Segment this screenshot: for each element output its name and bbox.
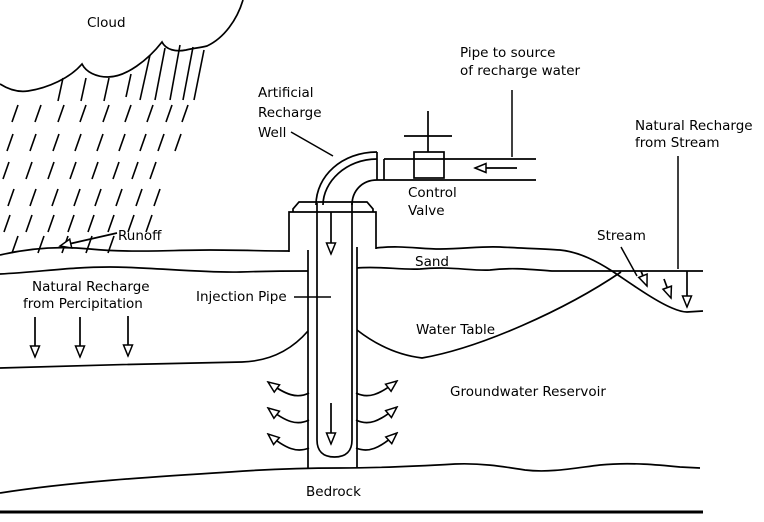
rain-drop [69,161,77,180]
rain-drop [193,49,205,101]
rain-drop [11,104,19,123]
control-valve-label-line1: Control [408,185,457,201]
rain-drop [127,214,135,233]
outflow-arrow [355,407,397,424]
rain-drop [79,104,87,123]
rain-drop [154,47,166,101]
rain-drop [34,104,42,123]
natural-recharge-precipitation-label-line1: Natural Recharge [32,279,150,295]
rain-drop [25,161,33,180]
rain-drop [96,133,104,152]
stream-label: Stream [597,228,646,244]
rain-drop [135,188,143,207]
rain-drop [29,188,37,207]
rain-drop [139,133,147,152]
runoff-arrow [60,232,118,246]
rain-drop [51,188,59,207]
rain-drop [153,188,161,207]
cloud-icon [0,0,244,93]
natural-recharge-stream-label-line2: from Stream [635,135,720,151]
sand-label: Sand [415,254,449,270]
wellhead-flange [288,211,377,252]
rain-drop [112,161,120,180]
stream-recharge-arrow [641,270,647,286]
rain-drop [115,188,123,207]
rain-drop [145,214,153,233]
outflow-arrow [355,433,397,451]
control-valve-label-line2: Valve [408,203,445,219]
natural-recharge-precipitation-label-line2: from Percipitation [23,296,143,312]
rain-drop [29,133,37,152]
artificial-recharge-well-label-line3: Well [258,125,286,141]
rain-drop [52,133,60,152]
rain-drop [131,161,139,180]
bedrock-label: Bedrock [306,484,361,500]
outflow-arrow [268,382,310,397]
rain-drop [57,77,64,102]
rain-drop [80,77,87,102]
rain-drop [118,133,126,152]
outflow-arrow [268,434,310,451]
rain-drop [57,104,65,123]
rain-drop [25,214,33,233]
artificial-recharge-well-label-line1: Artificial [258,85,314,101]
rain-drop [174,133,182,152]
rain-drop [102,104,110,123]
artificial-recharge-well-label-line2: Recharge [258,105,322,121]
supply-pipe [377,158,536,181]
rain-drop [67,214,75,233]
rain-drop [2,161,10,180]
outflow-arrow [268,408,310,424]
label-pointers [290,90,679,298]
rain-drop [139,54,151,101]
bedrock-line [0,462,701,494]
rain-drop [91,161,99,180]
rain-drop [157,133,165,152]
flow-arrows [35,168,687,451]
pipe-to-source-label-line2: of recharge water [460,63,581,79]
sand-layer-bottom-line [0,266,703,275]
rain-drop [87,214,95,233]
stream-label-pointer [620,246,638,277]
rain-drop [47,161,55,180]
rain-drop [94,188,102,207]
rain-drop [37,235,45,254]
rain-drop [103,77,110,102]
natural-recharge-stream-label-line1: Natural Recharge [635,118,753,134]
water-table-label: Water Table [416,322,495,338]
control-valve-icon [404,111,452,179]
rain-drop [182,46,194,101]
cloud-label: Cloud [87,15,126,31]
rain-drop [181,104,189,123]
ground-surface-line [0,245,704,313]
rain-drop [165,104,173,123]
rain-drop [169,44,181,101]
water-table-line [0,271,622,369]
well-label-pointer [290,131,334,157]
rain-drop [7,188,15,207]
rain-drop [146,104,154,123]
rain-drop [74,133,82,152]
runoff-label: Runoff [118,228,162,244]
wellhead-cap [292,201,374,212]
pipe-to-source-label-line1: Pipe to source [460,45,555,61]
groundwater-reservoir-label: Groundwater Reservoir [450,384,606,400]
rain-drop [11,235,19,254]
injection-pipe-label: Injection Pipe [196,289,287,305]
rain-drop [47,214,55,233]
rain-icon [2,44,205,254]
rain-drop [3,214,11,233]
stream-recharge-arrow [664,278,671,298]
rain-drop [107,214,115,233]
rain-drop [149,161,157,180]
rain-drop [73,188,81,207]
outflow-arrow [355,381,397,397]
rain-drop [125,73,132,98]
well-structure [288,151,385,468]
rain-drop [124,104,132,123]
rain-drop [6,133,14,152]
